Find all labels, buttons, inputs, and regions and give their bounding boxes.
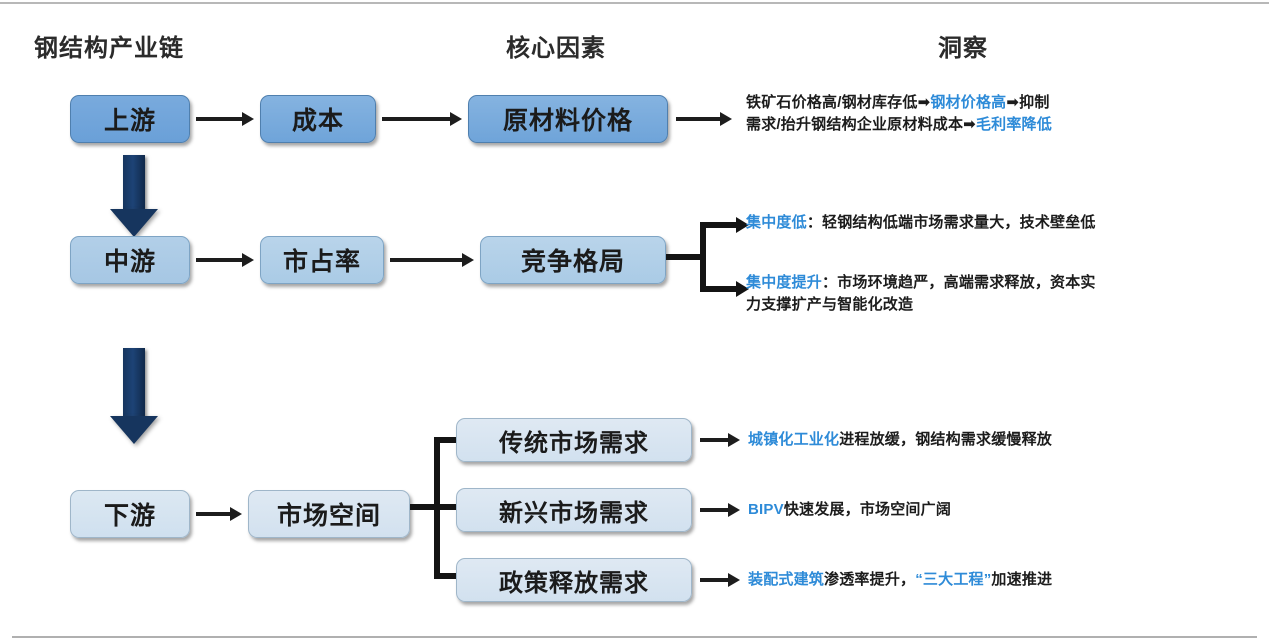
insight-midstream-concentration-low: 集中度低：轻钢结构低端市场需求量大，技术壁垒低 [746, 212, 1261, 234]
arrow-shaft [196, 512, 231, 516]
arrow-to-policy-demand-insight [700, 573, 740, 587]
node-midstream-tier[interactable]: 中游 [70, 236, 190, 284]
fork-spine [700, 222, 706, 292]
fork-competition-to-insights [666, 210, 752, 308]
insight-down-3-middle: 渗透率提升， [824, 571, 916, 588]
bottom-divider-rule [12, 636, 1257, 638]
fork-branch-upper [700, 222, 738, 228]
arrow-head [728, 433, 740, 447]
arrow-stem [123, 155, 145, 211]
fork-branch-bottom [434, 573, 458, 579]
insight-emerging-demand: BIPV快速发展，市场空间广阔 [748, 499, 1258, 521]
insight-upstream-arrow-2: ➡ [1006, 94, 1020, 111]
insight-down-2-highlight: BIPV [748, 501, 784, 518]
arrow-upstream-to-cost [196, 112, 254, 126]
arrow-head [728, 503, 740, 517]
arrow-shaft [700, 438, 729, 442]
node-competitive-landscape[interactable]: 竞争格局 [480, 236, 666, 284]
node-raw-material-price[interactable]: 原材料价格 [468, 95, 668, 143]
insight-down-2-body: 快速发展，市场空间广阔 [783, 501, 952, 518]
arrow-shaft [700, 508, 729, 512]
insight-traditional-demand: 城镇化工业化进程放缓，钢结构需求缓慢释放 [748, 429, 1258, 451]
insight-midstream-concentration-rising: 集中度提升：市场环境趋严，高端需求释放，资本实 力支撑扩产与智能化改造 [746, 272, 1246, 316]
fork-trunk [410, 504, 440, 510]
node-emerging-market-demand[interactable]: 新兴市场需求 [456, 488, 692, 532]
arrow-to-emerging-demand-insight [700, 503, 740, 517]
arrow-shaft [382, 117, 451, 121]
node-upstream-tier[interactable]: 上游 [70, 95, 190, 143]
insight-mid-1-separator: ： [806, 214, 823, 231]
fork-branch-lower [700, 286, 738, 292]
arrow-shaft [196, 117, 243, 121]
fork-trunk [666, 254, 704, 260]
arrow-shaft [700, 578, 729, 582]
top-divider-rule [0, 2, 1269, 4]
arrow-head [230, 507, 242, 521]
arrow-tip [110, 209, 158, 237]
insight-upstream-line1-part-b: 抑制 [1019, 94, 1050, 111]
arrow-shaft [676, 117, 721, 121]
node-market-space[interactable]: 市场空间 [248, 490, 410, 538]
arrow-head [242, 112, 254, 126]
column-header-core-factors: 核心因素 [506, 35, 606, 62]
insight-upstream-highlight-2: 毛利率降低 [975, 115, 1052, 133]
insight-down-3-highlight-b: “三大工程” [915, 571, 992, 588]
arrow-head [720, 112, 732, 126]
arrow-shaft [196, 258, 243, 262]
column-header-industry-chain: 钢结构产业链 [34, 35, 184, 62]
arrow-to-upstream-insight [676, 112, 732, 126]
insight-down-1-body: 进程放缓，钢结构需求缓慢释放 [839, 431, 1053, 448]
arrow-head [242, 253, 254, 267]
insight-mid-2-separator: ： [822, 274, 838, 291]
insight-mid-2-body: 市场环境趋严，高端需求释放，资本实 [837, 274, 1096, 291]
fork-arrow-head-lower [736, 281, 749, 297]
insight-mid-2-body-continued: 力支撑扩产与智能化改造 [746, 295, 914, 313]
insight-upstream-arrow-3: ➡ [963, 115, 976, 133]
node-market-share[interactable]: 市占率 [260, 236, 384, 284]
node-policy-released-demand[interactable]: 政策释放需求 [456, 558, 692, 602]
insight-upstream-line1-part-a: 铁矿石价格高/钢材库存低 [746, 94, 918, 111]
fork-branch-top [434, 437, 458, 443]
node-cost-factor[interactable]: 成本 [260, 95, 376, 143]
insight-mid-1-highlight: 集中度低 [746, 214, 807, 231]
fork-arrow-head-upper [736, 217, 749, 233]
arrow-down-midstream-to-downstream [106, 348, 162, 444]
insight-mid-1-body: 轻钢结构低端市场需求量大，技术壁垒低 [822, 214, 1096, 231]
arrow-midstream-to-market-share [196, 253, 254, 267]
fork-branch-middle [434, 504, 458, 510]
insight-mid-2-highlight: 集中度提升 [746, 274, 823, 291]
insight-upstream: 铁矿石价格高/钢材库存低➡钢材价格高➡抑制 需求/抬升钢结构企业原材料成本➡毛利… [746, 92, 1261, 136]
column-header-insights: 洞察 [938, 35, 988, 62]
arrow-head [462, 253, 474, 267]
arrow-head [450, 112, 462, 126]
arrow-tip [110, 416, 158, 444]
insight-upstream-line2-part-a: 需求/抬升钢结构企业原材料成本 [746, 115, 964, 133]
arrow-head [728, 573, 740, 587]
arrow-shaft [390, 258, 463, 262]
arrow-stem [123, 348, 145, 418]
insight-upstream-arrow-1: ➡ [917, 94, 931, 111]
insight-policy-demand: 装配式建筑渗透率提升，“三大工程”加速推进 [748, 569, 1258, 591]
insight-down-3-highlight-a: 装配式建筑 [748, 571, 825, 588]
arrow-to-traditional-demand-insight [700, 433, 740, 447]
node-traditional-market-demand[interactable]: 传统市场需求 [456, 418, 692, 462]
insight-down-3-body: 加速推进 [991, 571, 1053, 588]
insight-down-1-highlight: 城镇化工业化 [748, 431, 840, 448]
arrow-cost-to-raw-material-price [382, 112, 462, 126]
node-downstream-tier[interactable]: 下游 [70, 490, 190, 538]
insight-upstream-highlight-1: 钢材价格高 [930, 94, 1007, 111]
arrow-down-upstream-to-midstream [106, 155, 162, 237]
arrow-market-share-to-competition [390, 253, 474, 267]
arrow-downstream-to-market-space [196, 507, 242, 521]
